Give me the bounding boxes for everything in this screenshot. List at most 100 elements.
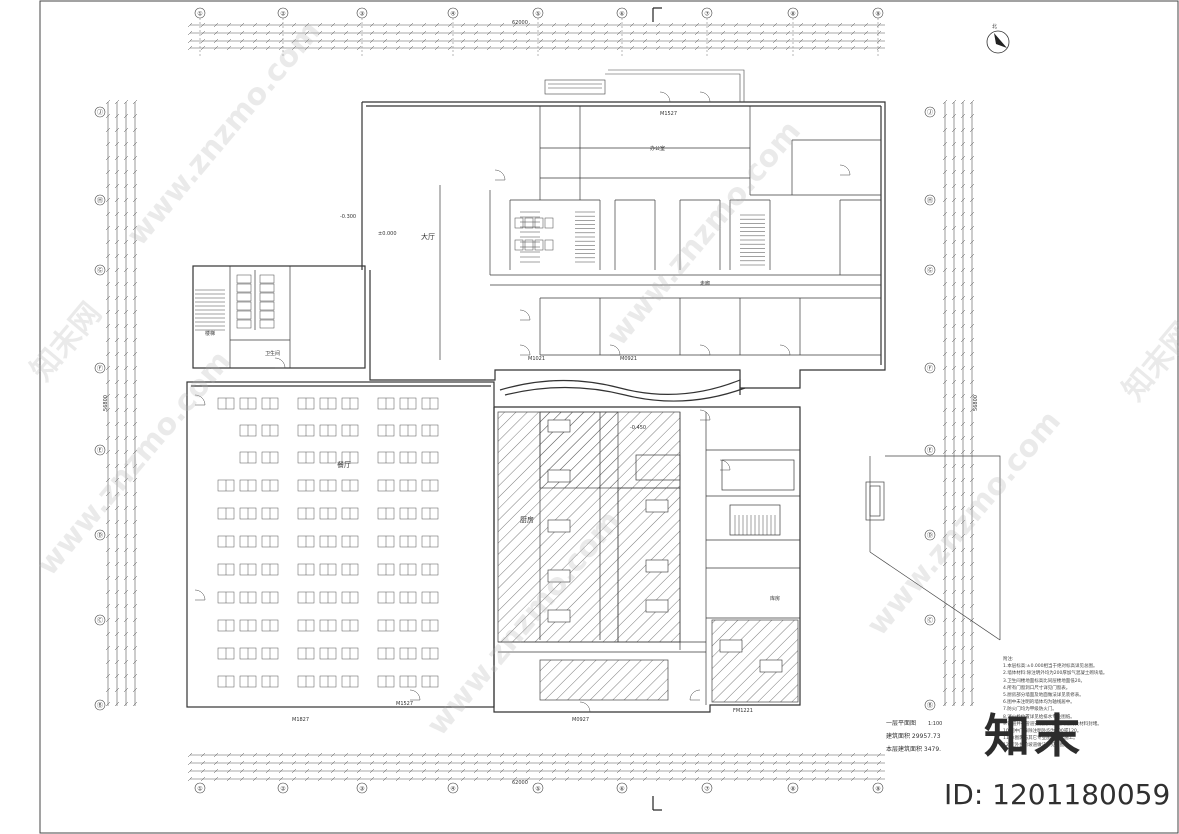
dim-tick bbox=[960, 183, 966, 189]
dim-tick bbox=[603, 30, 609, 36]
dim-tick bbox=[132, 337, 138, 343]
dim-tick bbox=[951, 309, 957, 315]
dim-tick bbox=[969, 239, 975, 245]
dim-tick bbox=[525, 760, 531, 766]
door-swing bbox=[689, 689, 701, 701]
kitchen-counter bbox=[547, 569, 571, 583]
dim-tick bbox=[132, 113, 138, 119]
dim-tick bbox=[707, 22, 713, 28]
dim-tick bbox=[408, 45, 414, 51]
dim-tick bbox=[330, 768, 336, 774]
dim-tick bbox=[960, 491, 966, 497]
toilet-stall bbox=[236, 310, 252, 320]
dim-tick bbox=[785, 30, 791, 36]
dim-tick bbox=[123, 351, 129, 357]
dim-tick bbox=[577, 22, 583, 28]
dim-tick bbox=[123, 281, 129, 287]
door-swing bbox=[609, 344, 621, 356]
dim-tick bbox=[733, 45, 739, 51]
dim-tick bbox=[200, 45, 206, 51]
dim-tick bbox=[655, 30, 661, 36]
dim-tick bbox=[123, 659, 129, 665]
dim-tick bbox=[123, 99, 129, 105]
dim-tick bbox=[123, 631, 129, 637]
dim-tick bbox=[317, 752, 323, 758]
dim-tick bbox=[395, 38, 401, 44]
axis-label: ⑨ bbox=[875, 11, 880, 18]
dim-tick bbox=[733, 776, 739, 782]
dim-tick bbox=[960, 267, 966, 273]
dim-tick bbox=[960, 365, 966, 371]
dim-tick bbox=[951, 701, 957, 707]
dim-tick bbox=[960, 505, 966, 511]
dim-tick bbox=[123, 197, 129, 203]
door-swing bbox=[579, 701, 591, 713]
dim-tick bbox=[694, 776, 700, 782]
dim-tick bbox=[951, 141, 957, 147]
dim-tick bbox=[114, 197, 120, 203]
dim-tick bbox=[960, 519, 966, 525]
dim-tick bbox=[951, 575, 957, 581]
axis-label: ④ bbox=[450, 11, 455, 18]
dim-tick bbox=[114, 505, 120, 511]
dim-tick bbox=[105, 547, 111, 553]
dim-tick bbox=[343, 768, 349, 774]
dim-tick bbox=[114, 141, 120, 147]
dim-tick bbox=[942, 379, 948, 385]
dim-tick bbox=[132, 575, 138, 581]
dim-tick bbox=[642, 38, 648, 44]
dim-tick bbox=[942, 323, 948, 329]
dim-tick bbox=[969, 673, 975, 679]
dim-tick bbox=[213, 760, 219, 766]
axis-bubble bbox=[924, 106, 936, 118]
dim-tick bbox=[850, 776, 856, 782]
dim-tick bbox=[447, 30, 453, 36]
axis-bubble bbox=[924, 194, 936, 206]
dim-tick bbox=[969, 309, 975, 315]
kitchen-counter bbox=[645, 599, 669, 613]
axis-bubble bbox=[872, 7, 884, 19]
axis-bubble bbox=[356, 7, 368, 19]
axis-bubble bbox=[447, 782, 459, 794]
dim-tick bbox=[382, 760, 388, 766]
dim-tick bbox=[213, 22, 219, 28]
dim-tick bbox=[603, 38, 609, 44]
dim-tick bbox=[123, 253, 129, 259]
axis-label: ⑥ bbox=[619, 11, 624, 18]
toilet-stall bbox=[524, 217, 534, 229]
dim-tick bbox=[105, 253, 111, 259]
dim-tick bbox=[105, 421, 111, 427]
dim-tick bbox=[105, 505, 111, 511]
dim-tick bbox=[105, 155, 111, 161]
dim-tick bbox=[616, 30, 622, 36]
dim-tick bbox=[811, 760, 817, 766]
dim-tick bbox=[132, 169, 138, 175]
dim-tick bbox=[408, 760, 414, 766]
dim-tick bbox=[460, 38, 466, 44]
dim-tick bbox=[421, 752, 427, 758]
dim-tick bbox=[114, 155, 120, 161]
door-swing bbox=[274, 357, 286, 369]
dim-tick bbox=[969, 589, 975, 595]
dim-tick bbox=[746, 38, 752, 44]
dim-tick bbox=[942, 253, 948, 259]
dim-tick bbox=[655, 760, 661, 766]
kitchen-counter bbox=[645, 499, 669, 513]
dim-tick bbox=[265, 760, 271, 766]
dim-tick bbox=[951, 239, 957, 245]
dim-tick bbox=[132, 673, 138, 679]
dim-tick bbox=[226, 45, 232, 51]
axis-bubble bbox=[924, 264, 936, 276]
dim-tick bbox=[105, 337, 111, 343]
dim-tick bbox=[863, 30, 869, 36]
dim-tick bbox=[226, 30, 232, 36]
dim-tick bbox=[473, 768, 479, 774]
dim-tick bbox=[132, 365, 138, 371]
dim-tick bbox=[114, 547, 120, 553]
dim-tick bbox=[551, 768, 557, 774]
dim-tick bbox=[304, 776, 310, 782]
dim-tick bbox=[132, 505, 138, 511]
dim-tick bbox=[317, 22, 323, 28]
dim-tick bbox=[304, 760, 310, 766]
axis-label: Ⓒ bbox=[97, 617, 103, 625]
